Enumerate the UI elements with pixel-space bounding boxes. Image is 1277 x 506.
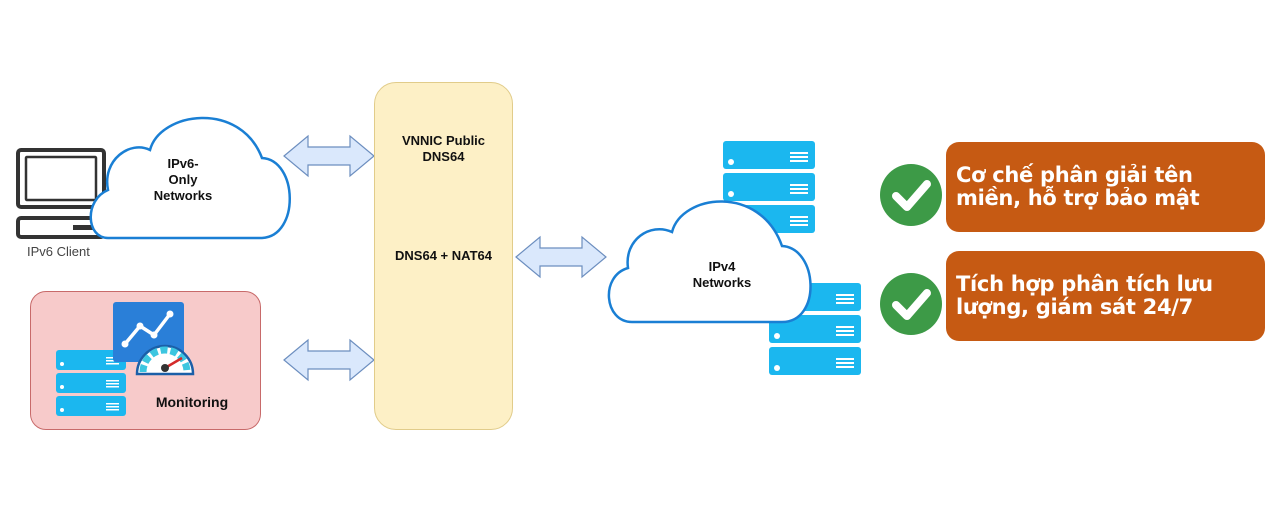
dns-title-line-2: DNS64 <box>422 149 465 164</box>
dns64-box <box>374 82 513 430</box>
arrow-client-dns <box>283 135 375 177</box>
check-icon <box>880 273 942 335</box>
feature-text: Tích hợp phân tích lưu lượng, giám sát 2… <box>956 272 1213 319</box>
ipv4-cloud-label: IPv4 Networks <box>680 259 764 291</box>
ipv4-line-1: IPv4 <box>708 259 736 274</box>
ipv6-line-3: Networks <box>153 188 213 203</box>
check-icon <box>880 164 942 226</box>
dns-title-line-1: VNNIC Public <box>401 133 486 148</box>
feature-card-monitoring: Tích hợp phân tích lưu lượng, giám sát 2… <box>946 251 1265 341</box>
ipv4-cloud <box>607 200 812 324</box>
dns-title: VNNIC Public DNS64 <box>374 133 513 165</box>
ipv6-cloud <box>89 116 291 240</box>
feature-text: Cơ chế phân giải tên miền, hỗ trợ bảo mậ… <box>956 163 1200 210</box>
monitoring-label: Monitoring <box>155 394 229 410</box>
ipv6-line-2: Only <box>168 172 198 187</box>
arrow-dns-ipv4 <box>515 236 607 278</box>
ipv4-line-2: Networks <box>692 275 752 290</box>
dns-subtitle: DNS64 + NAT64 <box>395 248 492 263</box>
feature-card-dns: Cơ chế phân giải tên miền, hỗ trợ bảo mậ… <box>946 142 1265 232</box>
arrow-monitor-dns <box>283 339 375 381</box>
ipv6-line-1: IPv6- <box>167 156 199 171</box>
ipv6-cloud-label: IPv6- Only Networks <box>140 156 226 204</box>
client-label: IPv6 Client <box>27 244 90 259</box>
